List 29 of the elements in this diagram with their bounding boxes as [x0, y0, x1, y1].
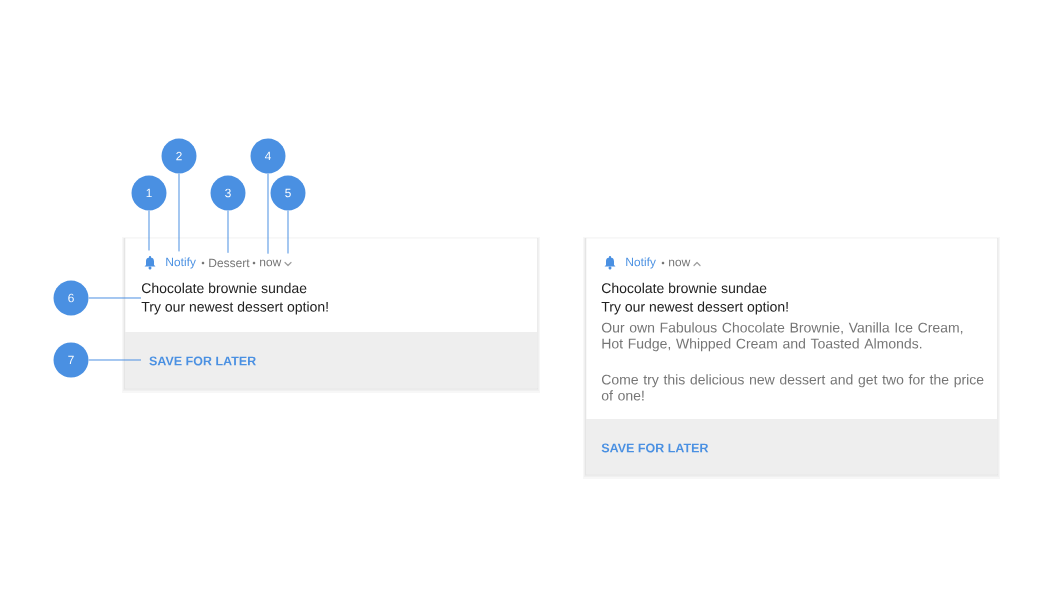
action-label: SAVE FOR LATER: [601, 443, 709, 453]
timestamp: now: [669, 259, 691, 267]
callout-number: 1: [131, 175, 167, 211]
action-label: SAVE FOR LATER: [149, 356, 256, 366]
leader-line: [148, 210, 150, 251]
notification-title: Chocolate brownie sundae: [142, 282, 307, 294]
leader-line: [267, 173, 269, 255]
notification-message: Try our newest dessert option!: [601, 301, 788, 315]
sub-text: Dessert: [209, 258, 250, 268]
leader-line: [287, 210, 289, 254]
leader-line: [227, 210, 229, 254]
callout-number: 3: [210, 175, 246, 211]
leader-line: [88, 297, 142, 299]
callout-number: 7: [53, 342, 89, 378]
timestamp: now: [260, 259, 282, 267]
body-text: Come try this delicious new dessert and get two for the price of one!: [601, 374, 984, 401]
notification-message: Try our newest dessert option!: [141, 301, 328, 315]
app-name: Notify: [626, 257, 656, 269]
chevron-icon: [284, 261, 292, 267]
callout-number: 6: [53, 280, 89, 316]
callout-number: 2: [161, 138, 197, 174]
body-text: Our own Fabulous Chocolate Brownie, Vanilla Ice Cream, Hot Fudge, Whipped Cream and Toasted Almonds.: [601, 322, 963, 352]
callout-number: 5: [270, 175, 306, 211]
app-name: Notify: [166, 257, 196, 269]
leader-line: [178, 173, 180, 252]
leader-line: [88, 359, 142, 361]
callout-number: 4: [250, 138, 286, 174]
notification-title: Chocolate brownie sundae: [602, 282, 767, 294]
bell-icon: [144, 256, 156, 270]
